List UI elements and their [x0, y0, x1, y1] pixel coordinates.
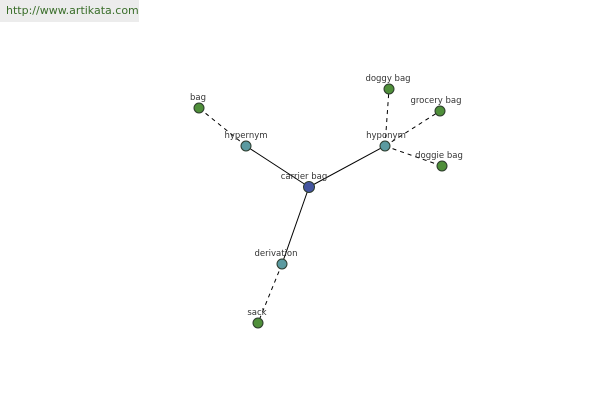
node-label-carrier-bag: carrier bag: [281, 172, 328, 182]
node-label-bag: bag: [190, 93, 206, 103]
node-doggy-bag[interactable]: doggy bag: [365, 74, 411, 95]
edges-layer: [198, 88, 443, 324]
node-grocery-bag[interactable]: grocery bag: [410, 96, 462, 117]
edge-hyponym-to-doggie-bag: [384, 145, 443, 167]
node-circle-grocery-bag[interactable]: [434, 105, 446, 117]
node-hypernym[interactable]: hypernym: [224, 131, 268, 152]
node-circle-bag[interactable]: [193, 102, 205, 114]
edge-carrier-bag-to-derivation: [281, 186, 310, 265]
node-bag[interactable]: bag: [190, 93, 206, 114]
node-doggie-bag[interactable]: doggie bag: [415, 151, 463, 172]
edge-hyponym-to-grocery-bag: [384, 110, 441, 147]
edge-carrier-bag-to-hyponym: [308, 145, 386, 188]
node-circle-hypernym[interactable]: [240, 140, 252, 152]
node-label-hypernym: hypernym: [224, 131, 267, 141]
edge-carrier-bag-to-hypernym: [245, 145, 310, 188]
node-circle-doggy-bag[interactable]: [383, 83, 395, 95]
node-hyponym[interactable]: hyponym: [366, 131, 406, 152]
node-label-doggy-bag: doggy bag: [365, 74, 410, 84]
node-circle-carrier-bag[interactable]: [303, 181, 315, 193]
node-carrier-bag[interactable]: carrier bag: [281, 172, 328, 193]
node-circle-doggie-bag[interactable]: [436, 160, 448, 172]
node-label-derivation: derivation: [254, 249, 297, 259]
node-label-grocery-bag: grocery bag: [410, 96, 461, 106]
edge-hyponym-to-doggy-bag: [384, 88, 390, 147]
node-label-hyponym: hyponym: [366, 131, 406, 141]
node-circle-sack[interactable]: [252, 317, 264, 329]
node-derivation[interactable]: derivation: [254, 249, 298, 270]
node-label-sack: sack: [247, 308, 266, 318]
node-circle-derivation[interactable]: [276, 258, 288, 270]
edge-derivation-to-sack: [257, 263, 283, 324]
artikata-url-link[interactable]: http://www.artikata.com: [0, 0, 139, 22]
node-circle-hyponym[interactable]: [379, 140, 391, 152]
nodes-layer: carrier bag hypernym hyponym derivation bag d…: [190, 74, 463, 329]
edge-hypernym-to-bag: [198, 107, 247, 147]
node-sack[interactable]: sack: [247, 308, 267, 329]
node-label-doggie-bag: doggie bag: [415, 151, 463, 161]
